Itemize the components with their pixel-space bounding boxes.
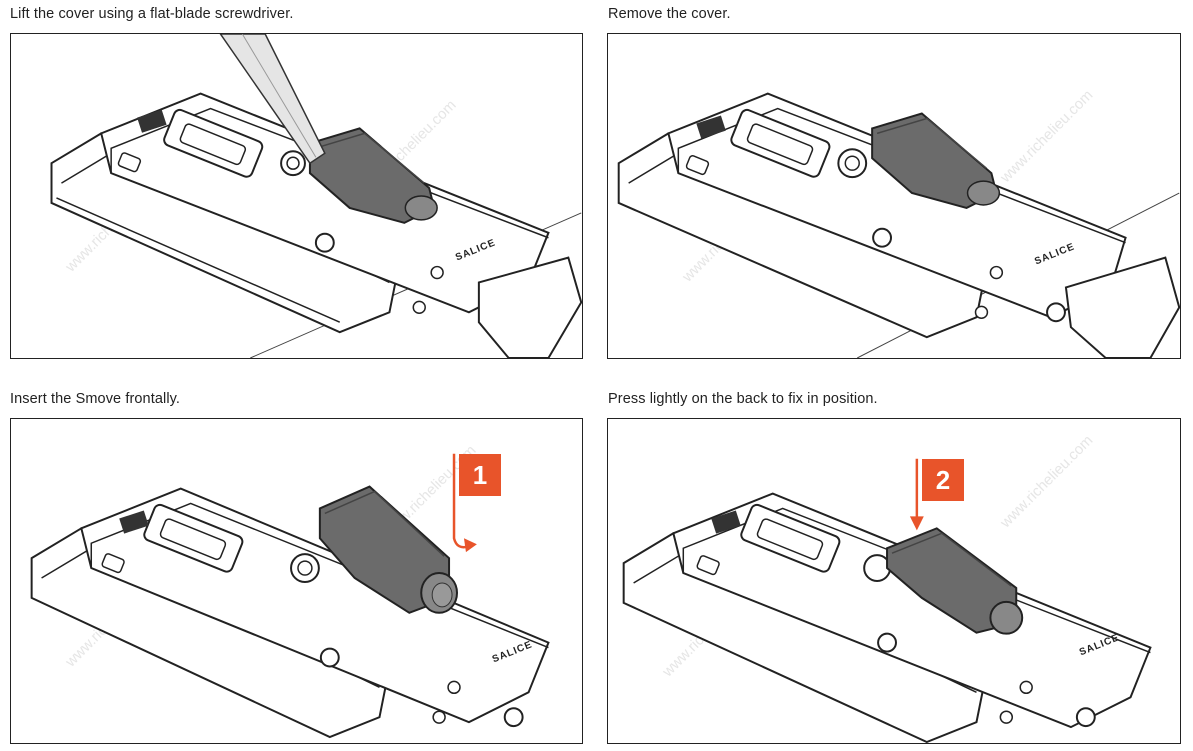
hinge-with-screwdriver-drawing: www.richelieu.com www.richelieu.com SALI… xyxy=(50,34,582,358)
svg-text:www.richelieu.com: www.richelieu.com xyxy=(997,87,1096,186)
svg-text:www.richelieu.com: www.richelieu.com xyxy=(997,433,1096,532)
step-number-badge: 1 xyxy=(459,454,501,496)
step-4-caption: Press lightly on the back to fix in posi… xyxy=(608,391,878,407)
step-2-caption: Remove the cover. xyxy=(608,6,731,22)
step-2-illustration: www.richelieu.com www.richelieu.com SALI… xyxy=(607,33,1181,359)
step-3-illustration: www.richelieu.com www.richelieu.com SALI… xyxy=(10,418,583,744)
hinge-cover-removed-drawing: www.richelieu.com www.richelieu.com SALI… xyxy=(617,87,1180,358)
smove-insert-drawing: www.richelieu.com www.richelieu.com SALI… xyxy=(30,443,550,739)
step-1-illustration: www.richelieu.com www.richelieu.com SALI… xyxy=(10,33,583,359)
smove-press-drawing: www.richelieu.com www.richelieu.com SALI… xyxy=(622,433,1152,743)
step-1-caption: Lift the cover using a flat-blade screwd… xyxy=(10,6,294,22)
step-4-illustration: www.richelieu.com www.richelieu.com SALI… xyxy=(607,418,1181,744)
step-3-caption: Insert the Smove frontally. xyxy=(10,391,181,407)
step-number-badge: 2 xyxy=(922,459,964,501)
